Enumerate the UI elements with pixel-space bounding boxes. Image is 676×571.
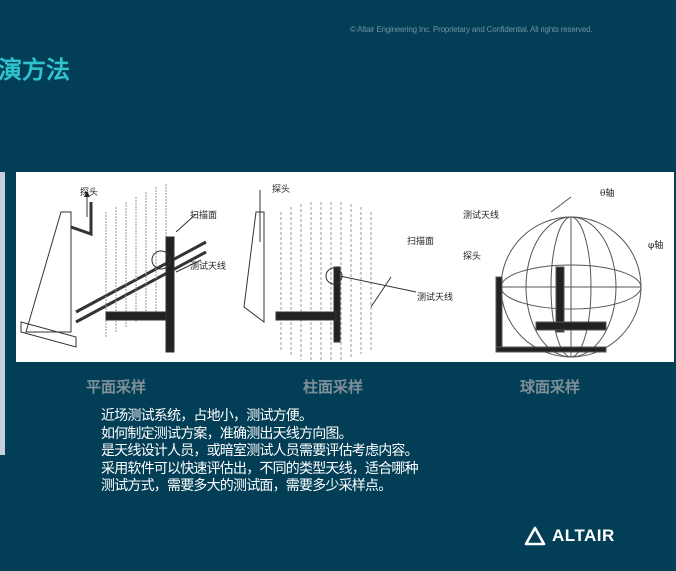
label-theta-axis: θ轴 [600, 189, 615, 199]
altair-logo: ALTAIR [524, 526, 615, 546]
body-text: 近场测试系统，占地小，测试方便。 如何制定测试方案，准确测出天线方向图。 是天线… [101, 408, 419, 496]
label-test-antenna: 测试天线 [417, 293, 454, 303]
label-probe: 探头 [272, 185, 291, 195]
body-line: 测试方式，需要多大的测试面，需要多少采样点。 [101, 478, 392, 494]
left-accent-bar [0, 172, 5, 455]
label-test-antenna: 测试天线 [463, 211, 500, 221]
caption-planar-sampling: 平面采样 [85, 378, 147, 396]
label-phi-axis: φ轴 [648, 241, 664, 251]
body-line: 近场测试系统，占地小，测试方便。 [101, 408, 313, 424]
spherical-scanner-drawing [495, 196, 642, 358]
sampling-figure-panel: 探头 扫描面 测试天线 探头 扫描面 测试天线 θ轴 测试天线 φ轴 探头 [16, 172, 674, 362]
cylindrical-scanner-drawing [243, 190, 417, 362]
label-scan-plane: 扫描面 [190, 211, 218, 221]
caption-spherical-sampling: 球面采样 [519, 378, 581, 396]
body-line: 采用软件可以快速评估出，不同的类型天线，适合哪种 [101, 460, 419, 477]
slide-title: 演方法 [0, 56, 70, 84]
logo-text: ALTAIR [552, 526, 615, 545]
altair-triangle-icon [524, 526, 546, 546]
body-line: 如何制定测试方案，准确测出天线方向图。 [101, 425, 353, 442]
label-probe: 探头 [80, 188, 99, 198]
caption-cylindrical-sampling: 柱面采样 [302, 378, 364, 396]
slide-subtitle: ： [0, 106, 12, 132]
copyright-notice: © Altair Engineering Inc. Proprietary an… [350, 25, 593, 34]
body-line: 是天线设计人员，或暗室测试人员需要评估考虑内容。 [101, 443, 419, 459]
planar-scanner-drawing [20, 184, 207, 353]
sampling-diagrams [20, 184, 642, 362]
label-test-antenna: 测试天线 [190, 262, 227, 272]
label-probe: 探头 [463, 252, 482, 262]
label-scan-plane: 扫描面 [407, 237, 435, 247]
